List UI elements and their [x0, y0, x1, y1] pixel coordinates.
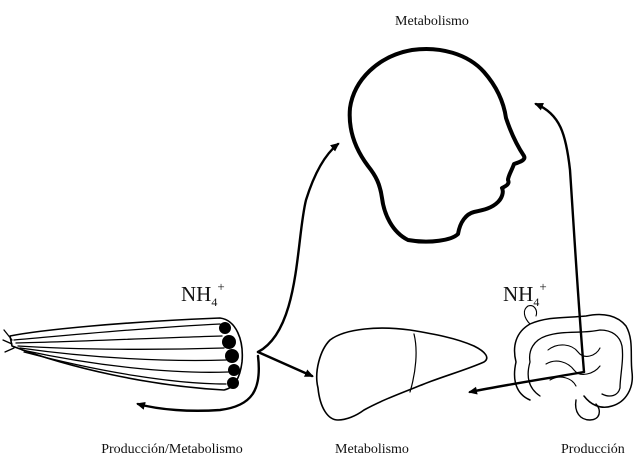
gut-ammonium-label: NH4+ — [503, 279, 547, 309]
muscle-production-metabolism-label: Producción/Metabolismo — [101, 442, 243, 457]
head-outline — [350, 49, 525, 242]
liver-metabolism-label: Metabolismo — [335, 442, 409, 457]
liver-illustration — [317, 328, 487, 420]
gut-production-label: Producción — [561, 442, 625, 457]
muscle-node — [222, 335, 236, 349]
arrow-gut-to-liver — [470, 372, 584, 392]
intestine-illustration — [515, 306, 633, 420]
muscle-node — [225, 349, 239, 363]
muscle-illustration — [3, 318, 242, 390]
muscle-node — [228, 364, 240, 376]
arrow-muscle-to-liver — [258, 352, 312, 376]
brain-metabolism-label: Metabolismo — [395, 14, 469, 29]
muscle-node — [227, 377, 239, 389]
muscle-node — [219, 322, 231, 334]
arrow-muscle-to-brain — [258, 144, 338, 352]
muscle-ammonium-label: NH4+ — [181, 279, 225, 309]
